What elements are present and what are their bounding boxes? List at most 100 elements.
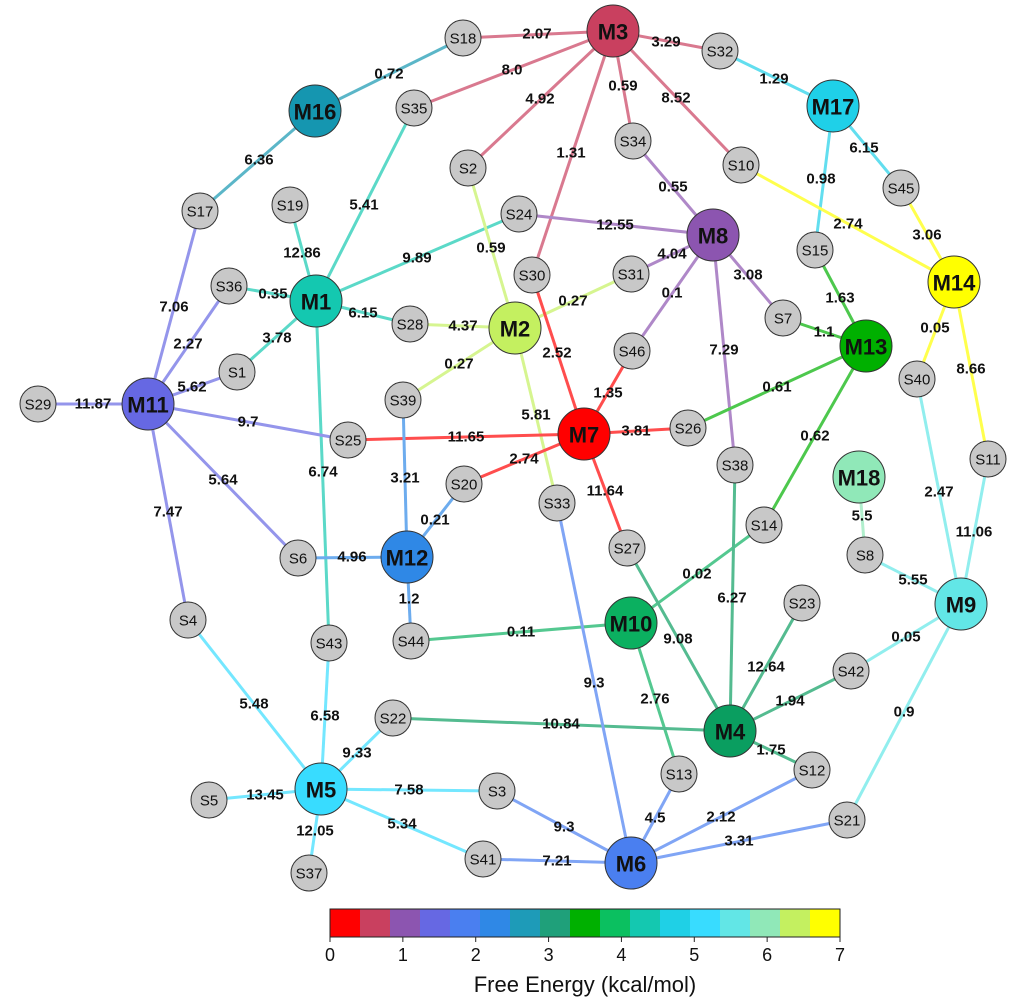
edge-m13-s26 [687, 344, 867, 430]
node-circle [722, 146, 760, 184]
saddle-node-s44: S44 [392, 622, 430, 660]
edge-m1-s43 [314, 300, 331, 644]
node-circle [392, 622, 430, 660]
node-label: S17 [187, 204, 214, 221]
edge-label-m11-s25: 9.7 [238, 414, 259, 431]
saddle-node-s41: S41 [464, 840, 502, 878]
colorbar-swatch [720, 909, 751, 937]
node-circle [828, 801, 866, 839]
node-label: S2 [459, 161, 477, 178]
node-circle [391, 305, 429, 343]
edge-m3-s30 [530, 30, 615, 276]
edge-m7-s30 [530, 274, 586, 435]
edge-label-m2-s39: 0.27 [444, 356, 473, 373]
saddle-node-s40: S40 [898, 360, 936, 398]
edge-label-m7-s46: 1.35 [593, 385, 622, 402]
minimum-node-m3: M3 [586, 4, 640, 58]
colorbar-swatch [330, 909, 361, 937]
edge-m8-s24 [518, 212, 714, 237]
edge-m2-s2 [466, 167, 517, 329]
edge-label-m17-s45: 6.15 [849, 140, 878, 157]
node-circle [898, 360, 936, 398]
edge-label-m13-s15: 1.63 [825, 290, 854, 307]
edge-label-m9-s42: 0.05 [891, 629, 920, 646]
edge-label-m5-s3: 7.58 [394, 782, 423, 799]
minimum-node-m12: M12 [380, 530, 434, 584]
edge-label-m5-s22: 9.33 [342, 745, 371, 762]
node-label: S29 [25, 397, 52, 414]
edge-label-m8-s31: 4.04 [657, 246, 687, 263]
node-circle [660, 755, 698, 793]
edge-label-m6-s33: 9.3 [584, 675, 605, 692]
edge-m7-s25 [347, 432, 585, 442]
edge-label-m6-s3: 9.3 [554, 819, 575, 836]
node-label: S13 [666, 767, 693, 784]
minimum-node-m8: M8 [686, 208, 740, 262]
node-circle [701, 32, 739, 70]
edge-label-m1-s28: 6.15 [348, 305, 377, 322]
saddle-node-s45: S45 [882, 169, 920, 207]
edge-label-m6-s13: 4.5 [645, 810, 666, 827]
node-circle [846, 536, 884, 574]
edge-label-m2-s31: 0.27 [558, 293, 587, 310]
colorbar-swatch [780, 909, 811, 937]
edge-label-m7-s20: 2.74 [509, 451, 539, 468]
edge-label-m1-s43: 6.74 [308, 464, 338, 481]
saddle-node-s24: S24 [500, 195, 538, 233]
saddle-node-s31: S31 [612, 255, 650, 293]
edge-label-m1-s19: 12.86 [283, 245, 321, 262]
saddle-node-s43: S43 [310, 624, 348, 662]
node-label: M8 [698, 224, 729, 249]
edge-m4-s22 [392, 716, 731, 733]
node-label: S37 [296, 866, 323, 883]
node-circle [289, 274, 343, 328]
edge-label-m9-s21: 0.9 [894, 704, 915, 721]
node-circle [374, 699, 412, 737]
edge-label-m7-s26: 3.81 [621, 423, 650, 440]
node-label: S8 [856, 548, 874, 565]
edge-label-m14-s11: 8.66 [956, 361, 985, 378]
edge-label-m12-s20: 0.21 [420, 512, 449, 529]
edge-m11-s4 [146, 403, 190, 621]
colorbar-swatch [690, 909, 721, 937]
node-label: M2 [500, 317, 531, 342]
colorbar-tick-label: 0 [325, 945, 335, 965]
node-circle [121, 377, 175, 431]
node-circle [614, 122, 652, 160]
saddle-node-s38: S38 [716, 446, 754, 484]
minimum-node-m11: M11 [121, 377, 175, 431]
colorbar-swatch [570, 909, 601, 937]
node-label: S40 [904, 372, 931, 389]
edge-label-m11-s1: 5.62 [177, 379, 206, 396]
edge-m2-s33 [513, 327, 559, 504]
node-circle [669, 409, 707, 447]
edge-label-m11-s6: 5.64 [208, 472, 238, 489]
node-label: S12 [799, 763, 826, 780]
node-circle [19, 385, 57, 423]
node-circle [586, 4, 640, 58]
edge-m5-s4 [186, 619, 323, 790]
node-circle [169, 601, 207, 639]
node-circle [604, 836, 658, 890]
edge-label-m4-s22: 10.84 [542, 716, 580, 733]
minimum-node-m6: M6 [604, 836, 658, 890]
edge-m4-s27 [625, 547, 732, 732]
edge-label-m9-s8: 5.55 [898, 572, 927, 589]
node-circle [181, 192, 219, 230]
node-circle [210, 267, 248, 305]
node-label: S45 [888, 181, 915, 198]
node-circle [380, 530, 434, 584]
node-label: S25 [335, 433, 362, 450]
node-label: S23 [789, 596, 816, 613]
node-circle [538, 484, 576, 522]
saddle-node-s1: S1 [218, 353, 256, 391]
node-label: M4 [715, 720, 746, 745]
saddle-node-s30: S30 [513, 256, 551, 294]
node-circle [449, 149, 487, 187]
colorbar-tick-label: 3 [544, 945, 554, 965]
node-label: S30 [519, 268, 546, 285]
node-circle [294, 762, 348, 816]
edge-label-m12-s44: 1.2 [399, 591, 420, 608]
node-label: S24 [506, 207, 533, 224]
node-label: S18 [450, 31, 477, 48]
